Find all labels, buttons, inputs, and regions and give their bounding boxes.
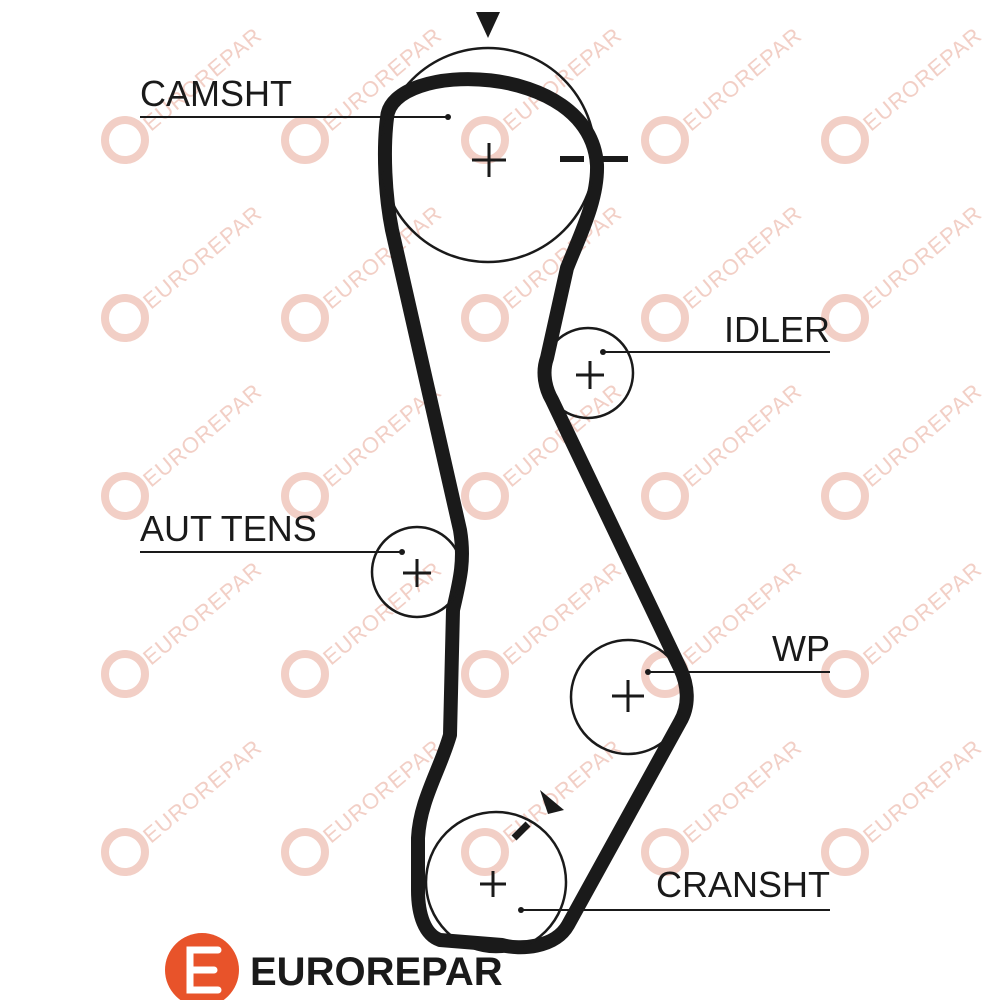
watermark-logo-icon	[101, 472, 149, 520]
watermark-logo-icon	[281, 828, 329, 876]
tensioner-leader-dot	[399, 549, 405, 555]
camshaft-center-mark	[472, 143, 506, 177]
watermark-logo-icon	[101, 650, 149, 698]
watermark-text: EUROREPAR	[678, 22, 806, 135]
watermark-logo-icon	[821, 472, 869, 520]
crankshaft-label: CRANSHT	[656, 864, 830, 905]
watermark-logo-icon	[821, 116, 869, 164]
watermark-text: EUROREPAR	[138, 200, 266, 313]
watermark-text: EUROREPAR	[678, 734, 806, 847]
camshaft-leader-dot	[445, 114, 451, 120]
tensioner-center-mark	[403, 559, 431, 587]
brand-name: EUROREPAR	[250, 950, 503, 994]
watermark-tile: EUROREPAR	[101, 200, 267, 342]
crankshaft-leader-dot	[518, 907, 524, 913]
watermark-logo-icon	[821, 294, 869, 342]
watermark-logo-icon	[461, 294, 509, 342]
watermark-tile: EUROREPAR	[101, 734, 267, 876]
watermark-tile: EUROREPAR	[281, 378, 447, 520]
watermark-tile: EUROREPAR	[821, 734, 987, 876]
watermark-text: EUROREPAR	[138, 378, 266, 491]
watermark-logo-icon	[641, 472, 689, 520]
watermark-tile: EUROREPAR	[821, 200, 987, 342]
watermark-tile: EUROREPAR	[641, 22, 807, 164]
watermark-text: EUROREPAR	[678, 378, 806, 491]
idler-label: IDLER	[724, 309, 830, 350]
watermark-text: EUROREPAR	[858, 378, 986, 491]
crankshaft-center-mark	[480, 871, 506, 897]
water-pump-pulley	[569, 638, 687, 756]
watermark-text: EUROREPAR	[858, 734, 986, 847]
idler-center-mark	[576, 361, 604, 389]
watermark-logo-icon	[101, 116, 149, 164]
idler-leader-dot	[600, 349, 606, 355]
tensioner-pulley	[370, 525, 464, 619]
watermark-logo-icon	[641, 116, 689, 164]
watermark-text: EUROREPAR	[858, 200, 986, 313]
watermark-logo-icon	[461, 828, 509, 876]
watermark-text: EUROREPAR	[138, 556, 266, 669]
water-pump-label: WP	[772, 628, 830, 669]
watermark-text: EUROREPAR	[678, 200, 806, 313]
watermark-text: EUROREPAR	[858, 22, 986, 135]
water-pump-center-mark	[612, 680, 644, 712]
watermark-logo-icon	[641, 828, 689, 876]
watermark-logo-icon	[461, 650, 509, 698]
watermark-tile: EUROREPAR	[821, 378, 987, 520]
tensioner-label: AUT TENS	[140, 508, 317, 549]
watermark-logo-icon	[101, 294, 149, 342]
idler-pulley	[541, 326, 635, 420]
watermark-tile: EUROREPAR	[101, 378, 267, 520]
watermark-logo-icon	[461, 472, 509, 520]
watermark-tile: EUROREPAR	[461, 556, 627, 698]
watermark-text: EUROREPAR	[318, 200, 446, 313]
watermark-tile: EUROREPAR	[281, 556, 447, 698]
watermark-text: EUROREPAR	[858, 556, 986, 669]
crankshaft-timing-arrow	[540, 790, 564, 814]
watermark-logo-icon	[821, 828, 869, 876]
watermark-text: EUROREPAR	[138, 734, 266, 847]
watermark-tile: EUROREPAR	[821, 22, 987, 164]
watermark-logo-icon	[101, 828, 149, 876]
watermark-logo-icon	[641, 294, 689, 342]
watermark-logo-icon	[821, 650, 869, 698]
watermark-tile: EUROREPAR	[641, 378, 807, 520]
camshaft-label: CAMSHT	[140, 73, 292, 114]
watermark-tile: EUROREPAR	[461, 200, 627, 342]
watermark-logo-icon	[281, 116, 329, 164]
logo-e-mark	[186, 946, 222, 994]
watermark-text: EUROREPAR	[498, 556, 626, 669]
water-pump-leader-dot	[645, 669, 651, 675]
watermark-tile: EUROREPAR	[821, 556, 987, 698]
watermark-tile: EUROREPAR	[641, 556, 807, 698]
watermark-tile: EUROREPAR	[101, 556, 267, 698]
watermark-logo-icon	[281, 650, 329, 698]
watermark-logo-icon	[281, 294, 329, 342]
watermark-logo-icon	[281, 472, 329, 520]
crankshaft-pulley	[424, 810, 568, 954]
camshaft-timing-arrow	[476, 12, 500, 38]
watermark-logo-icon	[461, 116, 509, 164]
crankshaft-timing-dash	[511, 821, 531, 841]
watermark-tile: EUROREPAR	[281, 200, 447, 342]
eurorepar-logo: EUROREPAR	[165, 933, 503, 1000]
camshaft-pulley	[379, 46, 597, 264]
